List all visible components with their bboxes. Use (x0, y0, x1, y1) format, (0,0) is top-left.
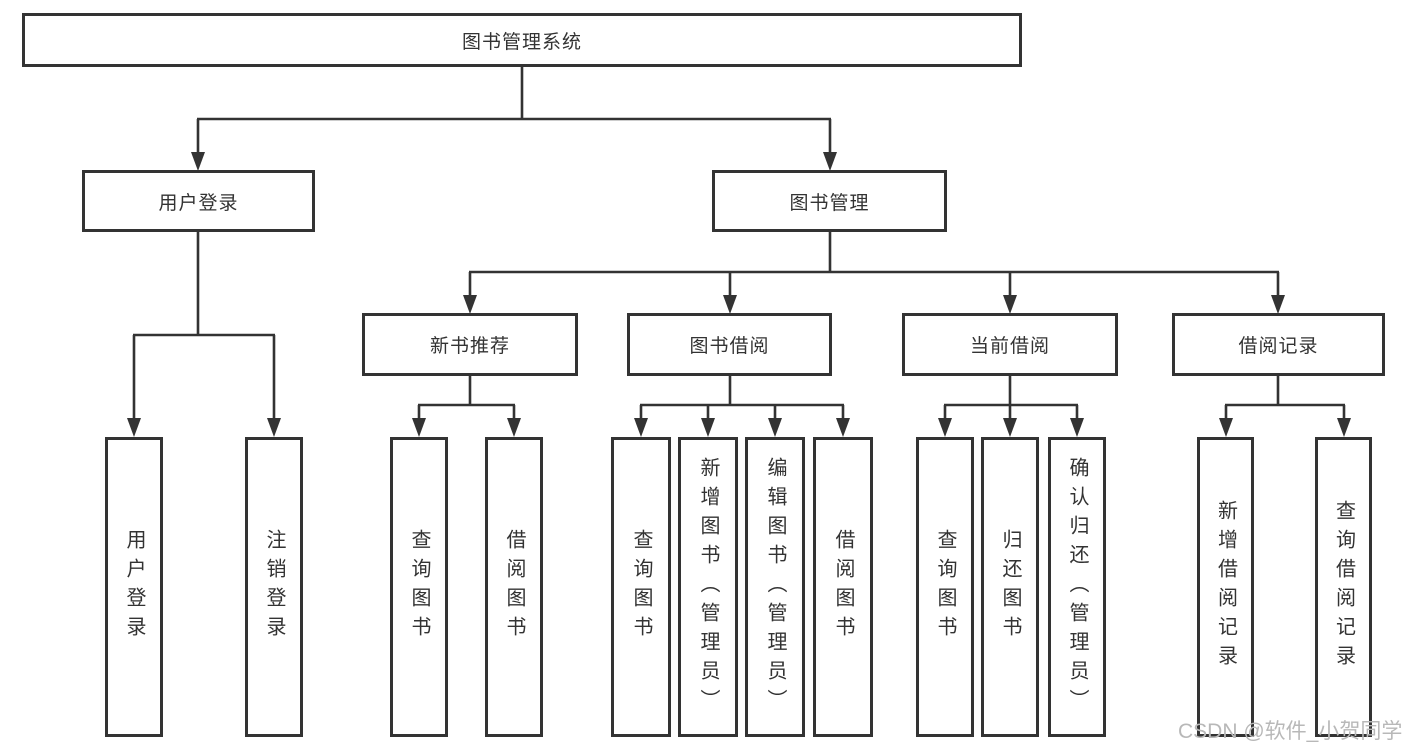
node-label: 确认归还（管理员） (1066, 456, 1088, 718)
connector-user-login-children (132, 232, 276, 419)
node-query-books-borrow: 查询图书 (611, 437, 671, 737)
node-label: 编辑图书（管理员） (764, 456, 786, 718)
node-query-borrow-record: 查询借阅记录 (1315, 437, 1372, 737)
node-label: 查询图书 (630, 529, 652, 645)
node-query-books-current: 查询图书 (916, 437, 974, 737)
node-label: 注销登录 (263, 529, 285, 645)
arrow-to-new-book-recommend (463, 295, 477, 314)
node-borrow-books-recommend: 借阅图书 (485, 437, 543, 737)
node-label: 新增借阅记录 (1214, 500, 1237, 674)
node-label: 查询图书 (934, 529, 956, 645)
watermark: CSDN @软件_小贺同学 (1178, 720, 1403, 743)
node-library-management-system: 图书管理系统 (22, 13, 1022, 67)
node-user-login: 用户登录 (82, 170, 315, 232)
node-return-books: 归还图书 (981, 437, 1039, 737)
connector-current-borrow-children (943, 376, 1079, 419)
node-add-borrow-record: 新增借阅记录 (1197, 437, 1254, 737)
node-label: 查询图书 (408, 529, 430, 645)
node-label: 用户登录 (123, 529, 145, 645)
arrow-to-borrow-records (1271, 295, 1285, 314)
arrow-to-logout-leaf (267, 418, 281, 437)
node-label: 借阅图书 (832, 529, 854, 645)
node-new-book-recommend: 新书推荐 (362, 313, 578, 376)
connector-new-book-recommend-children (417, 376, 516, 419)
connector-borrow-records-children (1224, 376, 1346, 419)
node-edit-book-admin: 编辑图书（管理员） (745, 437, 805, 737)
arrow-to-user-login-leaf (127, 418, 141, 437)
node-confirm-return-admin: 确认归还（管理员） (1048, 437, 1106, 737)
node-label: 归还图书 (999, 529, 1021, 645)
node-current-borrow: 当前借阅 (902, 313, 1118, 376)
node-add-book-admin: 新增图书（管理员） (678, 437, 738, 737)
node-book-management: 图书管理 (712, 170, 947, 232)
connector-book-borrow-children (639, 376, 845, 419)
node-book-borrow: 图书借阅 (627, 313, 832, 376)
node-label: 借阅图书 (503, 529, 525, 645)
node-query-books-recommend: 查询图书 (390, 437, 448, 737)
arrow-to-book-management (823, 152, 837, 171)
node-borrow-records: 借阅记录 (1172, 313, 1385, 376)
node-logout: 注销登录 (245, 437, 303, 737)
arrow-to-user-login (191, 152, 205, 171)
node-label: 查询借阅记录 (1332, 500, 1355, 674)
node-user-login-leaf: 用户登录 (105, 437, 163, 737)
node-label: 新增图书（管理员） (697, 456, 719, 718)
connector-root-to-level2 (196, 67, 832, 152)
arrow-to-current-borrow (1003, 295, 1017, 314)
node-borrow-books-leaf: 借阅图书 (813, 437, 873, 737)
arrow-to-book-borrow (723, 295, 737, 314)
connector-book-management-groups (468, 232, 1280, 295)
